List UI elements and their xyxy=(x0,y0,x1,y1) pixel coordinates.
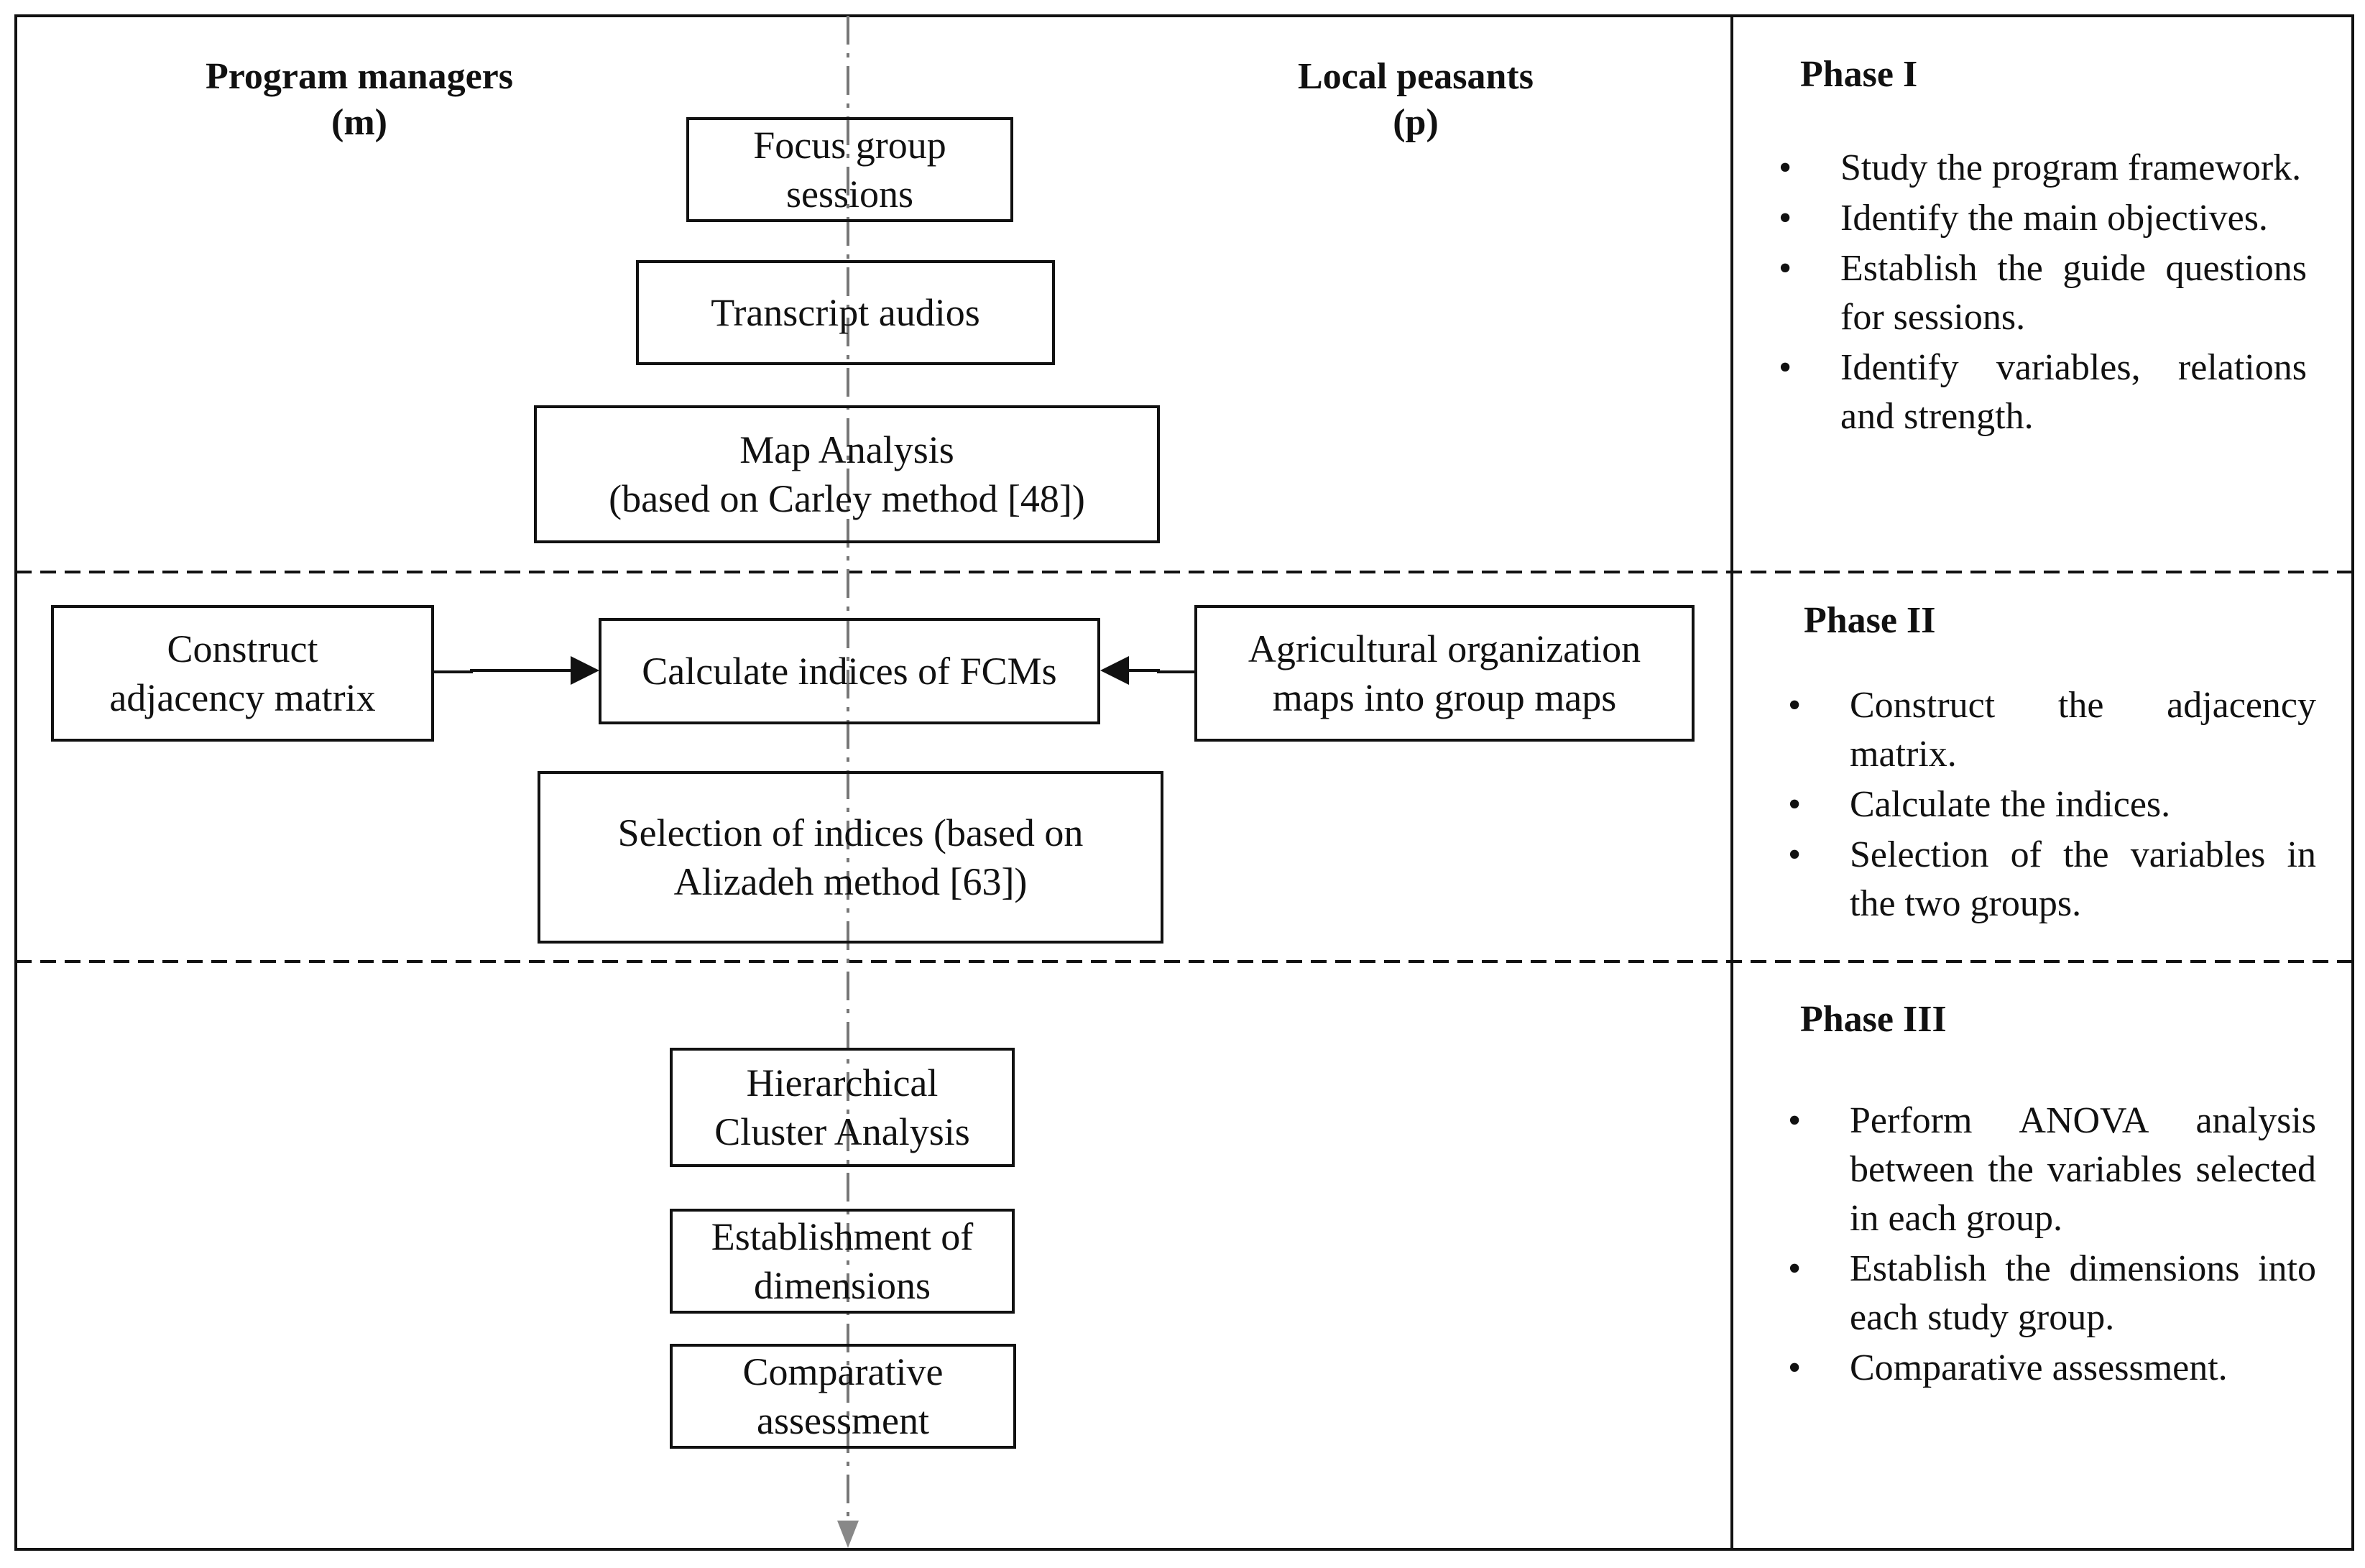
phase-2-item: Calculate the indices. xyxy=(1781,780,2316,829)
phase-1-list: Study the program framework. Identify th… xyxy=(1771,144,2307,443)
box-hierarchical-label: Hierarchical Cluster Analysis xyxy=(714,1061,970,1153)
header-local-peasants: Local peasants (p) xyxy=(1298,56,1534,143)
box-focus-group-sessions: Focus group sessions xyxy=(686,117,1013,222)
box-selection-of-indices: Selection of indices (based on Alizadeh … xyxy=(538,771,1163,944)
box-comparative-label: Comparative assessment xyxy=(742,1350,944,1442)
outer-frame xyxy=(14,14,2354,1551)
phase-3-item: Establish the dimensions into each study… xyxy=(1781,1245,2316,1342)
box-agricultural-label: Agricultural organization maps into grou… xyxy=(1248,627,1641,719)
phase-2-title: Phase II xyxy=(1804,600,1936,641)
phase-2-item: Construct the adjacency matrix. xyxy=(1781,681,2316,779)
box-calculate-indices: Calculate indices of FCMs xyxy=(599,618,1100,724)
box-construct-adjacency-matrix: Construct adjacency matrix xyxy=(51,605,434,742)
box-map-analysis-label: Map Analysis (based on Carley method [48… xyxy=(609,428,1085,520)
box-agricultural-organization: Agricultural organization maps into grou… xyxy=(1194,605,1695,742)
box-construct-label: Construct adjacency matrix xyxy=(109,627,376,719)
box-calculate-label: Calculate indices of FCMs xyxy=(642,650,1057,693)
phase-2-item: Selection of the variables in the two gr… xyxy=(1781,831,2316,928)
phase-1-item: Identify variables, relations and streng… xyxy=(1771,343,2307,441)
header-program-managers: Program managers (m) xyxy=(206,56,513,143)
phase-2-list: Construct the adjacency matrix. Calculat… xyxy=(1781,681,2316,930)
box-transcript-audios: Transcript audios xyxy=(636,260,1055,365)
phase-3-title: Phase III xyxy=(1800,999,1947,1040)
phase-1-item: Identify the main objectives. xyxy=(1771,194,2307,243)
phase-3-list: Perform ANOVA analysis between the varia… xyxy=(1781,1097,2316,1394)
phase-1-item: Establish the guide questions for sessio… xyxy=(1771,244,2307,342)
box-comparative-assessment: Comparative assessment xyxy=(670,1344,1016,1449)
box-establishment-of-dimensions: Establishment of dimensions xyxy=(670,1209,1015,1314)
phase-1-title: Phase I xyxy=(1800,54,1918,95)
box-focus-label: Focus group sessions xyxy=(753,124,946,216)
box-map-analysis: Map Analysis (based on Carley method [48… xyxy=(534,405,1160,543)
phase-3-item: Perform ANOVA analysis between the varia… xyxy=(1781,1097,2316,1243)
phase-3-item: Comparative assessment. xyxy=(1781,1344,2316,1393)
arrow-agricultural-to-calculate xyxy=(1100,656,1194,685)
box-establishment-label: Establishment of dimensions xyxy=(711,1215,974,1307)
center-axis-arrowhead xyxy=(837,1521,859,1548)
box-selection-label: Selection of indices (based on Alizadeh … xyxy=(617,811,1084,903)
box-transcript-label: Transcript audios xyxy=(711,291,980,334)
phase-1-item: Study the program framework. xyxy=(1771,144,2307,193)
box-hierarchical-cluster-analysis: Hierarchical Cluster Analysis xyxy=(670,1048,1015,1167)
arrow-construct-to-calculate xyxy=(434,656,599,685)
